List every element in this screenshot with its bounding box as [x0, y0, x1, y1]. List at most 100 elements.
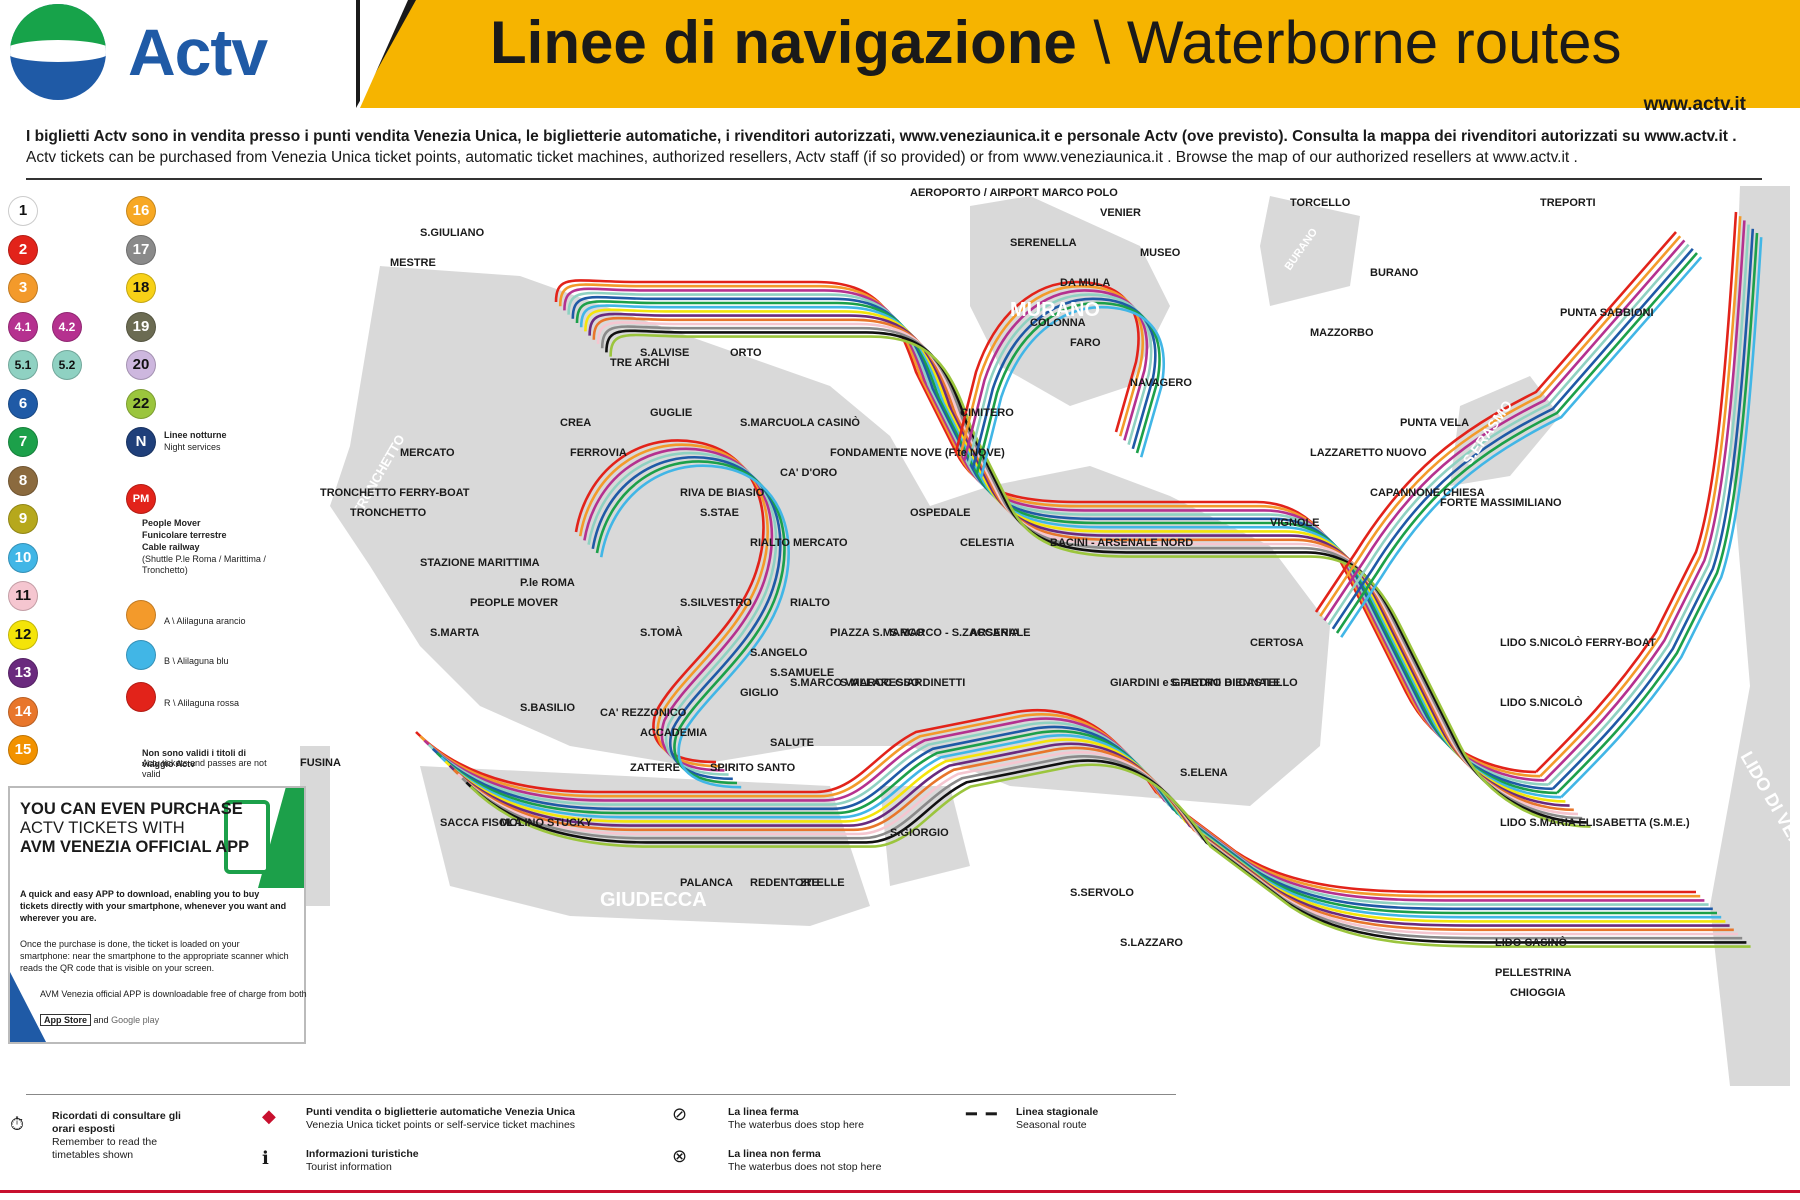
stop-label: BACINI - ARSENALE NORD — [1050, 537, 1193, 549]
route-line — [448, 742, 1730, 927]
footer-timetable-it: Ricordati di consultare gli orari espost… — [52, 1110, 181, 1135]
stop-label: TREPORTI — [1540, 197, 1596, 209]
stop-label: CHIOGGIA — [1510, 987, 1566, 999]
stop-label: MOLINO STUCKY — [500, 817, 593, 829]
stop-label: GIARDINI e GIARDINI BIENNALE — [1110, 677, 1281, 689]
burano-island — [1260, 196, 1360, 306]
line-badge-4-2: 4.2 — [52, 311, 82, 342]
route-line — [452, 746, 1734, 932]
google-play-badge[interactable]: Google play — [111, 1015, 160, 1025]
line-badge-18: 18 — [126, 273, 156, 303]
route-line — [1331, 247, 1694, 630]
footer-nostop-en: The waterbus does not stop here — [728, 1161, 882, 1173]
stop-label: SERENELLA — [1010, 237, 1077, 249]
sgiorgio-island — [880, 786, 970, 886]
stop-label: CERTOSA — [1250, 637, 1304, 649]
stop-label: NAVAGERO — [1130, 377, 1192, 389]
line-badge-5-2: 5.2 — [52, 350, 82, 380]
title-separator: \ — [1076, 9, 1127, 76]
serasmo-island — [1450, 376, 1560, 486]
stop-label: MERCATO — [400, 447, 455, 459]
route-line — [595, 460, 786, 785]
promo-title: YOU CAN EVEN PURCHASE ACTV TICKETS WITH … — [20, 800, 249, 857]
website-link[interactable]: www.actv.it — [1643, 94, 1746, 115]
route-line — [1323, 239, 1686, 622]
route-line — [591, 456, 782, 781]
line-badge-6: 6 — [8, 388, 38, 419]
stop-label: FERROVIA — [570, 447, 627, 459]
route-line — [440, 734, 1722, 919]
stop-label: ACCADEMIA — [640, 727, 707, 739]
line-badge-1: 1 — [8, 196, 38, 226]
route-line — [465, 759, 1747, 944]
promo-line2: ACTV TICKETS WITH — [20, 819, 185, 837]
stop-label: REDENTORE — [750, 877, 819, 889]
line-badge-15: 15 — [8, 735, 38, 765]
stop-label: S.MARCUOLA CASINÒ — [740, 416, 860, 429]
stop-label: P.le ROMA — [520, 577, 575, 589]
line-badge-17: 17 — [126, 234, 156, 265]
stop-label: TRONCHETTO FERRY-BOAT — [320, 487, 470, 499]
title-en: Waterborne routes — [1126, 9, 1622, 76]
route-line — [1551, 228, 1755, 790]
stop-label: CIMITERO — [960, 407, 1014, 419]
footer-info-en: Tourist information — [306, 1161, 392, 1173]
stop-label: BURANO — [1370, 267, 1419, 279]
fusina-area — [300, 746, 330, 906]
stop-label: CREA — [560, 417, 591, 429]
stop-label: S.SILVESTRO — [680, 597, 752, 609]
stop-label: VIGNOLE — [1270, 517, 1320, 529]
promo-stores: App Store and Google play — [40, 1014, 310, 1026]
lido-island — [1710, 186, 1790, 1086]
footer-seasonal-en: Seasonal route — [1016, 1119, 1087, 1131]
stop-label: ORTO — [730, 347, 762, 359]
stop-label: FORTE MASSIMILIANO — [1440, 497, 1562, 509]
line-badge-7: 7 — [8, 427, 38, 457]
route-line — [958, 284, 1144, 457]
route-line — [1556, 232, 1759, 794]
app-store-badge[interactable]: App Store — [40, 1014, 92, 1026]
stop-label: CELESTIA — [960, 537, 1014, 549]
logo-text: Actv — [128, 15, 268, 89]
route-line — [1539, 216, 1742, 778]
route-line — [1547, 224, 1750, 786]
footer-stop-en: The waterbus does stop here — [728, 1119, 864, 1131]
stop-label: RIALTO — [790, 597, 830, 609]
stop-label: RIALTO MERCATO — [750, 537, 848, 549]
stop-label: S.MARCO - S.ZACCARIA — [890, 627, 1020, 639]
app-promo-box[interactable]: YOU CAN EVEN PURCHASE ACTV TICKETS WITH … — [8, 786, 307, 1044]
legend-night-it: Linee notturne — [164, 430, 227, 440]
route-line — [578, 443, 769, 768]
stop-label: GUGLIE — [650, 407, 692, 419]
footer-points-en: Venezia Unica ticket points or self-serv… — [306, 1119, 576, 1131]
stop-label: LIDO CASINÒ — [1495, 936, 1568, 949]
line-badge-5-1: 5.1 — [8, 350, 38, 380]
info-english: Actv tickets can be purchased from Venez… — [26, 149, 1578, 166]
promo-paragraph-1: A quick and easy APP to download, enabli… — [20, 889, 287, 923]
promo-paragraph-3: AVM Venezia official APP is downloadable… — [40, 989, 307, 999]
stop-label: S.SERVOLO — [1070, 887, 1134, 899]
route-line — [415, 708, 1696, 894]
line-badge-2: 2 — [8, 234, 38, 265]
line-badge-3: 3 — [8, 273, 38, 303]
stop-label: S.GIORGIO — [890, 827, 949, 839]
stop-label: PALANCA — [680, 877, 733, 889]
stop-label: S.ANGELO — [750, 647, 808, 659]
stop-label: CAPANNONE CHIESA — [1370, 487, 1485, 499]
page-title: Linee di navigazione \ Waterborne routes — [490, 8, 1622, 77]
route-line — [457, 750, 1738, 936]
route-line — [1335, 252, 1698, 634]
footer-nostop-it: La linea non ferma — [728, 1148, 821, 1160]
stop-label: FONDAMENTE NOVE (F.te NOVE) — [830, 447, 1005, 459]
header-divider — [26, 178, 1762, 180]
stop-label: S.TOMÀ — [640, 626, 683, 639]
stop-label: SALUTE — [770, 737, 814, 749]
stop-symbol-icon: ⊘ — [672, 1104, 688, 1124]
route-line — [1314, 231, 1677, 613]
route-line — [431, 725, 1713, 911]
stop-label: GIGLIO — [740, 687, 779, 699]
legend-funicolare: Funicolare terrestre — [142, 530, 227, 540]
smartphone-icon — [224, 800, 270, 874]
route-line — [419, 713, 1701, 898]
